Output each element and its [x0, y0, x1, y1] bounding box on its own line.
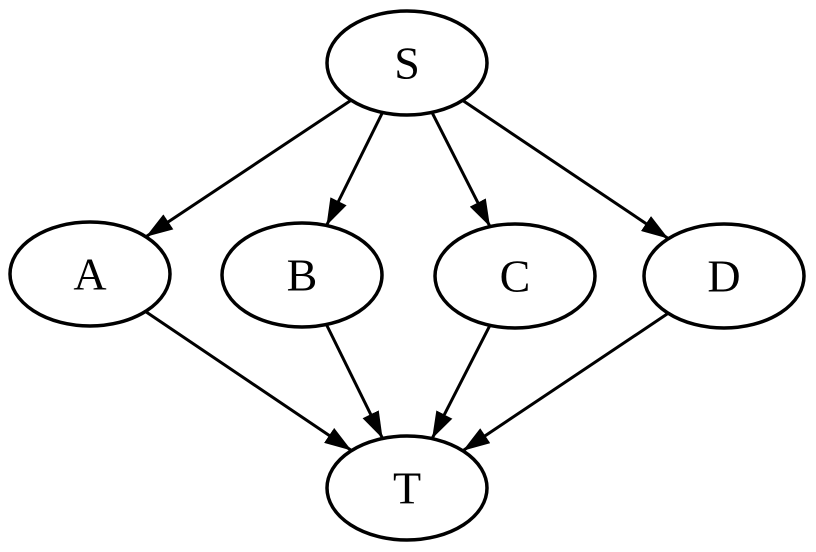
node-A-ellipse	[8, 220, 172, 328]
edge-A-T	[144, 310, 353, 452]
edge-S-B	[325, 111, 384, 227]
edge-S-D	[461, 99, 670, 240]
node-D: D	[642, 222, 806, 330]
edge-C-T	[430, 324, 492, 440]
node-C-label: C	[500, 251, 531, 302]
node-S: S	[325, 9, 489, 117]
edge-S-A	[145, 98, 352, 239]
node-B: B	[220, 221, 384, 329]
node-C: C	[433, 222, 597, 330]
node-T-ellipse	[325, 434, 489, 542]
node-D-ellipse	[642, 222, 806, 330]
node-A-label: A	[73, 249, 106, 300]
node-S-label: S	[394, 38, 420, 89]
node-B-ellipse	[220, 221, 384, 329]
node-T-label: T	[393, 463, 421, 514]
node-A: A	[8, 220, 172, 328]
node-S-ellipse	[325, 9, 489, 117]
node-B-label: B	[287, 250, 318, 301]
node-D-label: D	[707, 251, 740, 302]
edge-D-T	[461, 312, 670, 452]
edge-B-T	[325, 323, 384, 440]
node-T: T	[325, 434, 489, 542]
edge-S-C	[430, 111, 492, 228]
node-C-ellipse	[433, 222, 597, 330]
